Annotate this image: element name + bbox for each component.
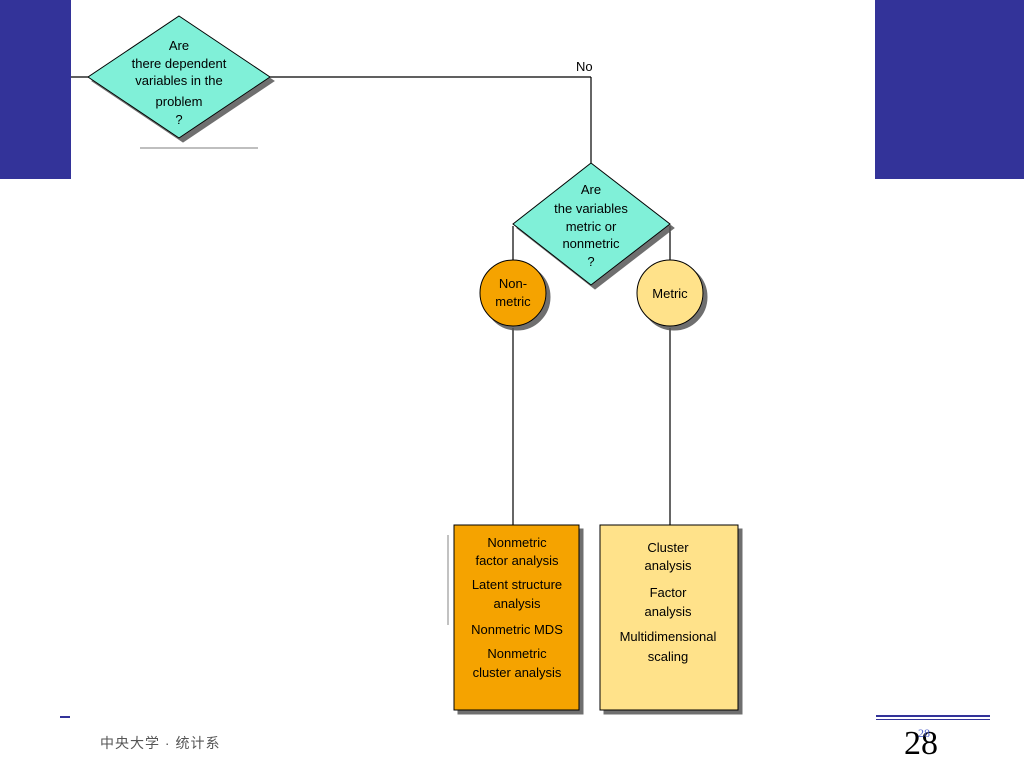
- slide-number: 28: [904, 725, 938, 762]
- nonmetric-item-2-line-2: analysis: [494, 596, 541, 611]
- nonmetric-item-2-line-1: Latent structure: [472, 577, 562, 592]
- svg-text:analysis: analysis: [645, 558, 692, 573]
- decision-second-line-1: Are: [581, 182, 601, 197]
- metric-item-1-line-2: analysis: [645, 558, 692, 573]
- decision-dependent-variables: Are there dependent variables in the pro…: [87, 15, 271, 139]
- svg-text:Nonmetric MDS: Nonmetric MDS: [471, 622, 563, 637]
- svg-text:metric or: metric or: [566, 219, 617, 234]
- node-nonmetric: Non- metric: [479, 259, 547, 327]
- svg-text:Non-: Non-: [499, 276, 527, 291]
- slide-number-small: 28: [918, 726, 930, 740]
- svg-text:metric: metric: [495, 294, 531, 309]
- footer-rule-left: [60, 716, 70, 718]
- nonmetric-item-1-line-2: factor analysis: [475, 553, 559, 568]
- footer-text: 中央大学 · 统计系: [100, 735, 221, 751]
- box-nonmetric-techniques: Nonmetric factor analysis Latent structu…: [453, 524, 580, 711]
- svg-text:analysis: analysis: [494, 596, 541, 611]
- svg-text:?: ?: [175, 112, 182, 127]
- svg-text:Nonmetric: Nonmetric: [487, 646, 547, 661]
- decision-top-line-1: Are: [169, 38, 189, 53]
- svg-text:Metric: Metric: [652, 286, 688, 301]
- footer-rule-right: [876, 715, 990, 717]
- svg-text:Nonmetric: Nonmetric: [487, 535, 547, 550]
- decision-metric-or-nonmetric: Are the variables metric or nonmetric ?: [512, 162, 671, 286]
- decision-second-line-3: metric or: [566, 219, 617, 234]
- svg-text:factor analysis: factor analysis: [475, 553, 559, 568]
- decision-second-line-2: the variables: [554, 201, 628, 216]
- svg-text:Multidimensional: Multidimensional: [620, 629, 717, 644]
- svg-text:variables in the: variables in the: [135, 73, 222, 88]
- box-metric-techniques: Cluster analysis Factor analysis Multidi…: [599, 524, 739, 711]
- decision-top-line-4: problem: [156, 94, 203, 109]
- svg-text:problem: problem: [156, 94, 203, 109]
- node-nonmetric-line-1: Non-: [499, 276, 527, 291]
- nonmetric-item-4-line-2: cluster analysis: [473, 665, 562, 680]
- metric-item-3-line-2: scaling: [648, 649, 688, 664]
- node-nonmetric-line-2: metric: [495, 294, 531, 309]
- node-metric-line-1: Metric: [652, 286, 688, 301]
- metric-item-2-line-1: Factor: [650, 585, 688, 600]
- metric-item-3-line-1: Multidimensional: [620, 629, 717, 644]
- svg-text:cluster analysis: cluster analysis: [473, 665, 562, 680]
- branch-no-label: No: [576, 59, 593, 74]
- svg-text:scaling: scaling: [648, 649, 688, 664]
- nonmetric-item-3-line-1: Nonmetric MDS: [471, 622, 563, 637]
- svg-text:the variables: the variables: [554, 201, 628, 216]
- connector-lines: [71, 76, 671, 625]
- decision-second-line-5: ?: [587, 254, 594, 269]
- svg-text:there dependent: there dependent: [132, 56, 227, 71]
- svg-text:Cluster: Cluster: [647, 540, 689, 555]
- nonmetric-item-4-line-1: Nonmetric: [487, 646, 547, 661]
- footer-rule-right-thin: [876, 719, 990, 720]
- node-metric: Metric: [636, 259, 704, 327]
- svg-text:Are: Are: [581, 182, 601, 197]
- metric-item-2-line-2: analysis: [645, 604, 692, 619]
- svg-text:nonmetric: nonmetric: [562, 236, 620, 251]
- decision-top-line-2: there dependent: [132, 56, 227, 71]
- svg-text:Factor: Factor: [650, 585, 688, 600]
- decision-second-line-4: nonmetric: [562, 236, 620, 251]
- decision-top-line-3: variables in the: [135, 73, 222, 88]
- decision-top-line-5: ?: [175, 112, 182, 127]
- svg-text:analysis: analysis: [645, 604, 692, 619]
- svg-text:?: ?: [587, 254, 594, 269]
- svg-text:Latent structure: Latent structure: [472, 577, 562, 592]
- nonmetric-item-1-line-1: Nonmetric: [487, 535, 547, 550]
- svg-text:Are: Are: [169, 38, 189, 53]
- metric-item-1-line-1: Cluster: [647, 540, 689, 555]
